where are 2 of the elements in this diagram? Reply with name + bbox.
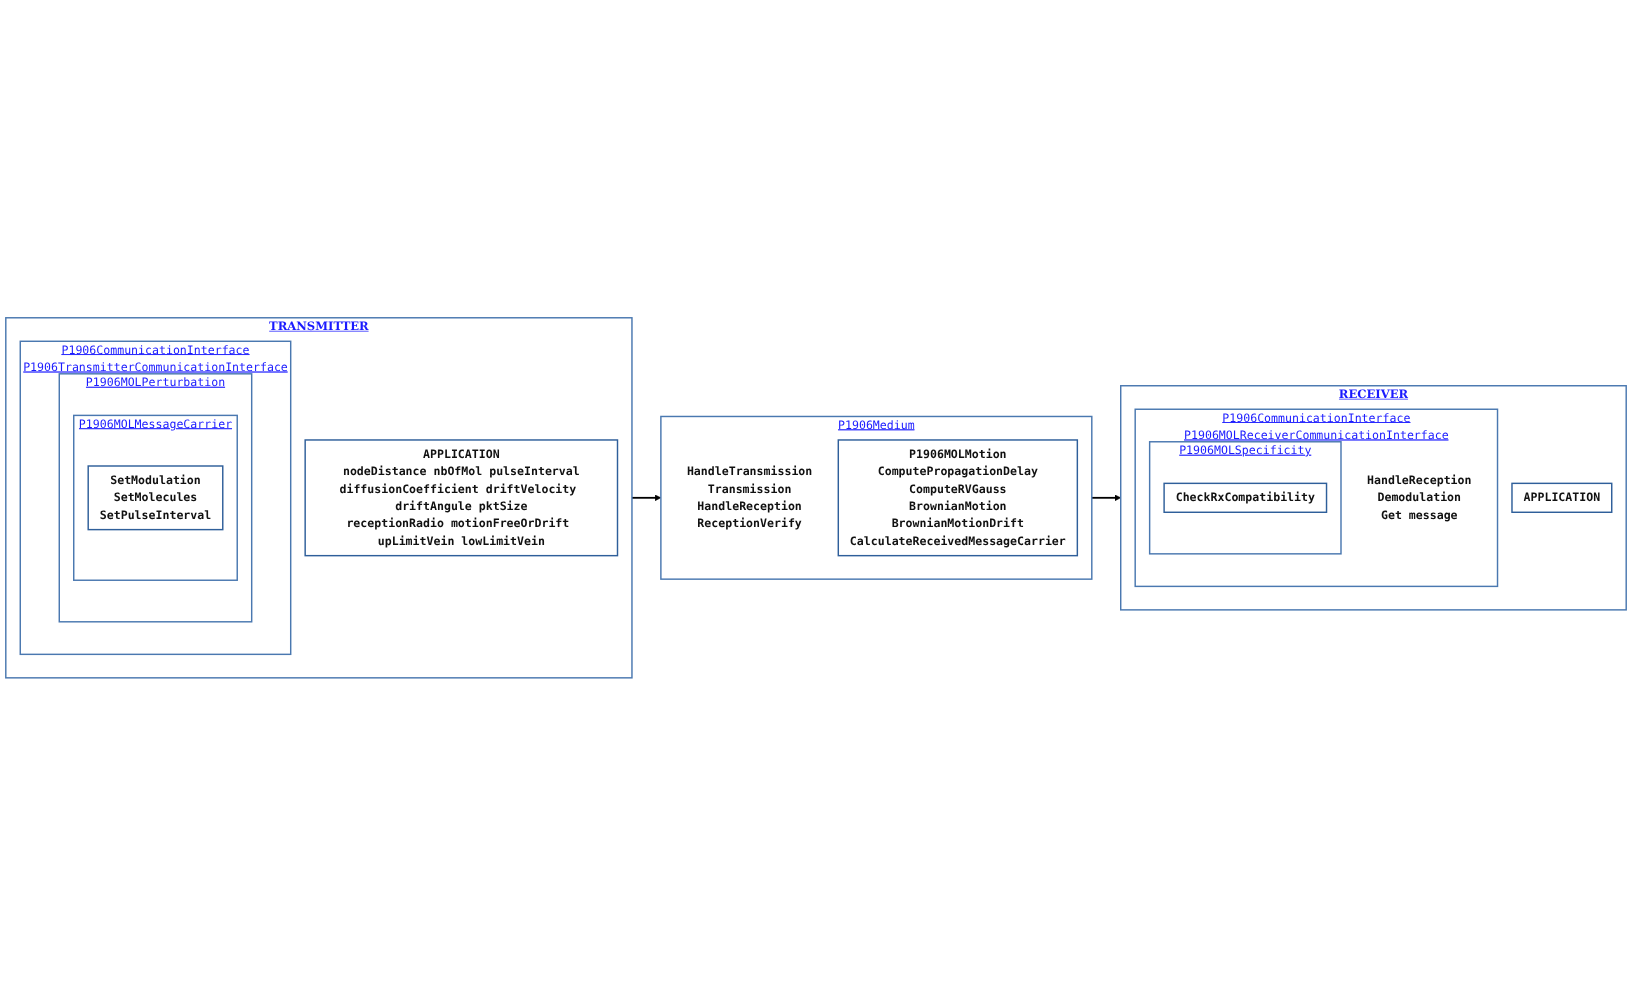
arrow xyxy=(1090,494,1121,502)
arrow xyxy=(631,494,662,502)
